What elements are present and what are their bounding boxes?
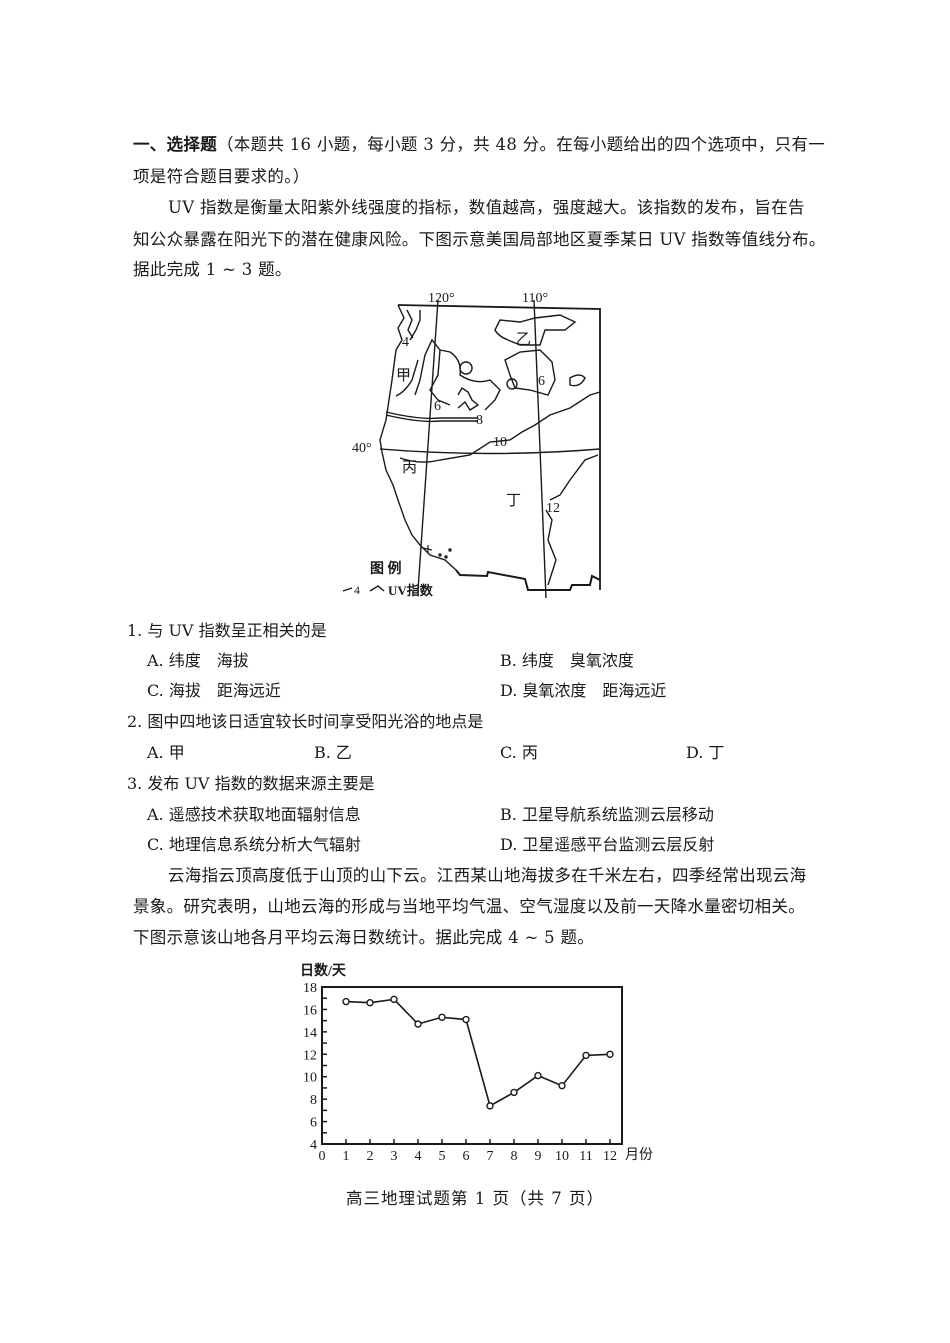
passage2-line2: 景象。研究表明，山地云海的形成与当地平均气温、空气湿度以及前一天降水量密切相关。: [133, 897, 805, 916]
section-heading: 一、选择题（本题共 16 小题，每小题 3 分，共 48 分。在每小题给出的四个…: [133, 135, 828, 155]
data-point-marker: [438, 1013, 446, 1021]
longitude-120-label: 120°: [428, 291, 455, 306]
legend-symbol-value: 4: [354, 583, 360, 597]
longitude-110-label: 110°: [522, 291, 548, 306]
data-point-marker: [486, 1102, 494, 1110]
data-point-marker: [414, 1020, 422, 1028]
place-jia-label: 甲: [396, 368, 411, 384]
isoline-label-10: 10: [493, 435, 507, 450]
x-tick-label: 12: [603, 1149, 617, 1164]
x-tick-label: 9: [535, 1149, 542, 1164]
y-tick-label: 18: [303, 981, 317, 996]
isoline-label-6-west: 6: [434, 399, 441, 414]
question-2-option-d[interactable]: D. 丁: [686, 743, 725, 762]
question-3-option-c[interactable]: C. 地理信息系统分析大气辐射: [147, 835, 361, 854]
x-tick-label: 7: [487, 1149, 494, 1164]
isoline-label-8: 8: [476, 413, 483, 428]
x-tick-label: 1: [343, 1149, 350, 1164]
y-tick-label: 16: [303, 1003, 317, 1018]
section-heading-bold: 一、选择题: [133, 135, 217, 154]
question-2-option-c[interactable]: C. 丙: [500, 743, 538, 762]
x-tick-label: 6: [463, 1149, 470, 1164]
question-1-stem: 1. 与 UV 指数呈正相关的是: [127, 621, 327, 640]
x-tick-label: 2: [367, 1149, 374, 1164]
chart-y-axis-label: 日数/天: [300, 962, 347, 979]
uv-map-svg: 120° 110° 40° 甲 乙 丙 丁 4 6 8 6 10 12 图 例 …: [342, 291, 601, 599]
y-tick-label: 10: [303, 1071, 317, 1086]
passage1-line3: 据此完成 1 ~ 3 题。: [133, 260, 292, 279]
page-footer: 高三地理试题第 1 页（共 7 页）: [346, 1189, 604, 1208]
question-1-option-b[interactable]: B. 纬度 臭氧浓度: [500, 651, 634, 670]
data-point-marker: [390, 995, 398, 1004]
y-tick-label: 6: [310, 1116, 317, 1131]
section-heading-line2: 项是符合题目要求的。）: [133, 167, 310, 186]
question-3-stem: 3. 发布 UV 指数的数据来源主要是: [127, 774, 375, 793]
data-point-marker: [366, 999, 374, 1007]
x-tick-label: 3: [391, 1149, 398, 1164]
chart-x-axis-label: 月份: [625, 1147, 653, 1163]
chart-y-axis: 4 6 8 10 12 14 16 18: [303, 981, 327, 1153]
x-tick-label: 8: [511, 1149, 518, 1164]
legend-title: 图 例: [370, 560, 402, 577]
question-3-option-b[interactable]: B. 卫星导航系统监测云层移动: [500, 805, 714, 824]
question-3-option-d[interactable]: D. 卫星遥感平台监测云层反射: [500, 835, 715, 854]
y-tick-label: 8: [310, 1093, 317, 1108]
x-tick-label: 11: [579, 1149, 592, 1164]
question-2-option-b[interactable]: B. 乙: [314, 743, 352, 762]
x-tick-label: 4: [415, 1149, 422, 1164]
data-point-marker: [510, 1088, 518, 1097]
x-tick-label: 5: [439, 1149, 446, 1164]
question-1-option-a[interactable]: A. 纬度 海拔: [147, 651, 249, 670]
data-point-marker: [558, 1081, 566, 1090]
place-bing-label: 丙: [402, 460, 417, 476]
question-1-option-c[interactable]: C. 海拔 距海远近: [147, 681, 281, 700]
legend-text: UV指数: [388, 583, 434, 598]
passage1-line1: UV 指数是衡量太阳紫外线强度的指标，数值越高，强度越大。该指数的发布，旨在告: [168, 198, 805, 217]
x-tick-label: 0: [319, 1149, 326, 1164]
isoline-label-4: 4: [402, 335, 409, 350]
isoline-label-6-east: 6: [538, 374, 545, 389]
question-1-option-d[interactable]: D. 臭氧浓度 距海远近: [500, 681, 667, 700]
data-point-marker: [342, 997, 350, 1006]
chart-series-markers: [342, 995, 614, 1110]
question-3-option-a[interactable]: A. 遥感技术获取地面辐射信息: [147, 805, 361, 824]
chart-series-line: [345, 998, 611, 1108]
latitude-40-label: 40°: [352, 441, 372, 456]
section-heading-rest: （本题共 16 小题，每小题 3 分，共 48 分。在每小题给出的四个选项中，只…: [217, 135, 826, 154]
question-2-stem: 2. 图中四地该日适宜较长时间享受阳光浴的地点是: [127, 712, 484, 731]
data-point-marker: [462, 1015, 470, 1024]
data-point-marker: [534, 1071, 542, 1080]
place-ding-label: 丁: [506, 493, 521, 509]
y-tick-label: 14: [303, 1026, 317, 1041]
x-tick-label: 10: [555, 1149, 569, 1164]
question-2-option-a[interactable]: A. 甲: [147, 743, 185, 762]
data-point-marker: [582, 1051, 590, 1060]
data-point-marker: [606, 1050, 614, 1058]
y-tick-label: 12: [303, 1048, 317, 1063]
passage2-line1: 云海指云顶高度低于山顶的山下云。江西某山地海拔多在千米左右，四季经常出现云海: [168, 866, 807, 885]
uv-index-map: 120° 110° 40° 甲 乙 丙 丁 4 6 8 6 10 12 图 例 …: [340, 285, 620, 605]
isoline-label-12: 12: [546, 501, 560, 516]
place-yi-label: 乙: [516, 332, 531, 348]
passage2-line3: 下图示意该山地各月平均云海日数统计。据此完成 4 ~ 5 题。: [133, 928, 595, 947]
passage1-line2: 知公众暴露在阳光下的潜在健康风险。下图示意美国局部地区夏季某日 UV 指数等值线…: [133, 230, 826, 249]
y-tick-label: 4: [310, 1138, 317, 1153]
